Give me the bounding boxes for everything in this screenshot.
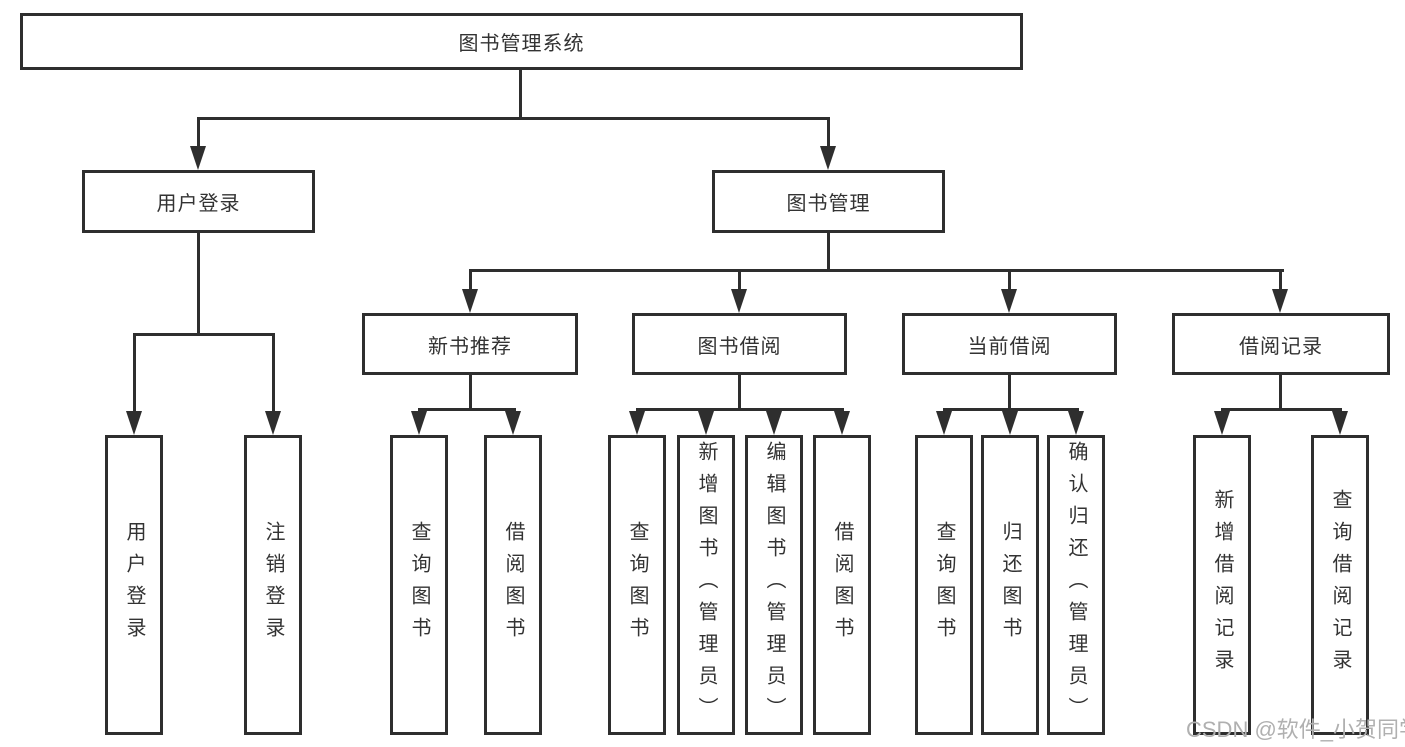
connector-level3-stem-4 — [1279, 269, 1282, 291]
leaf-confirm-return-admin: 确认归还（管理员） — [1047, 435, 1105, 735]
node-current-borrow-label: 当前借阅 — [967, 335, 1052, 358]
arrowhead-icon — [1272, 289, 1288, 313]
connector-currentborrow-bar — [943, 408, 1079, 411]
leaf-query-books-borrow: 查询图书 — [608, 435, 666, 735]
arrowhead-icon — [411, 411, 427, 435]
connector-newbook-bar — [418, 408, 516, 411]
connector-level2-bar — [197, 117, 830, 120]
connector-currentborrow-stem — [1008, 375, 1011, 410]
leaf-query-borrow-record-label: 查询借阅记录 — [1329, 489, 1351, 681]
leaf-user-login-label: 用户登录 — [123, 521, 145, 649]
node-root-label: 图书管理系统 — [458, 33, 585, 55]
leaf-add-books-admin: 新增图书（管理员） — [677, 435, 735, 735]
arrowhead-icon — [505, 411, 521, 435]
node-book-borrow: 图书借阅 — [632, 313, 847, 375]
connector-bookmgmt-stem — [827, 233, 830, 271]
leaf-query-books-current-label: 查询图书 — [933, 521, 955, 649]
node-current-borrow: 当前借阅 — [902, 313, 1117, 375]
leaf-add-books-admin-label: 新增图书（管理员） — [695, 441, 717, 729]
leaf-logout: 注销登录 — [244, 435, 302, 735]
connector-level3-stem-3 — [1008, 269, 1011, 291]
leaf-query-borrow-record: 查询借阅记录 — [1311, 435, 1369, 735]
arrowhead-icon — [1068, 411, 1084, 435]
connector-level2-stem-right — [827, 117, 830, 148]
connector-bookborrow-stem — [738, 375, 741, 410]
arrowhead-icon — [190, 146, 206, 170]
connector-userlogin-bar — [133, 333, 275, 336]
leaf-add-borrow-record-label: 新增借阅记录 — [1211, 489, 1233, 681]
connector-root-stem — [519, 70, 522, 118]
csdn-watermark: CSDN @软件_小贺同学 — [1186, 717, 1405, 742]
arrowhead-icon — [1214, 411, 1230, 435]
leaf-confirm-return-admin-label: 确认归还（管理员） — [1065, 441, 1087, 729]
connector-level3-bar — [469, 269, 1284, 272]
leaf-return-books: 归还图书 — [981, 435, 1039, 735]
connector-newbook-stem — [469, 375, 472, 410]
arrowhead-icon — [1001, 289, 1017, 313]
connector-userlogin-stem — [197, 233, 200, 335]
arrowhead-icon — [462, 289, 478, 313]
leaf-edit-books-admin-label: 编辑图书（管理员） — [763, 441, 785, 729]
node-user-login-label: 用户登录 — [156, 193, 241, 215]
arrowhead-icon — [265, 411, 281, 435]
connector-userlogin-child-stem-1 — [133, 333, 136, 413]
arrowhead-icon — [1332, 411, 1348, 435]
leaf-query-books-recommend-label: 查询图书 — [408, 521, 430, 649]
connector-level3-stem-1 — [469, 269, 472, 291]
node-book-management-label: 图书管理 — [786, 193, 871, 215]
leaf-query-books-borrow-label: 查询图书 — [626, 521, 648, 649]
leaf-borrow-books-recommend: 借阅图书 — [484, 435, 542, 735]
node-book-borrow-label: 图书借阅 — [697, 335, 782, 358]
leaf-query-books-current: 查询图书 — [915, 435, 973, 735]
connector-userlogin-child-stem-2 — [272, 333, 275, 413]
connector-records-stem — [1279, 375, 1282, 410]
arrowhead-icon — [766, 411, 782, 435]
leaf-borrow-books: 借阅图书 — [813, 435, 871, 735]
leaf-user-login: 用户登录 — [105, 435, 163, 735]
arrowhead-icon — [629, 411, 645, 435]
arrowhead-icon — [1002, 411, 1018, 435]
arrowhead-icon — [731, 289, 747, 313]
arrowhead-icon — [936, 411, 952, 435]
node-borrow-records: 借阅记录 — [1172, 313, 1390, 375]
leaf-logout-label: 注销登录 — [262, 521, 284, 649]
connector-level3-stem-2 — [738, 269, 741, 291]
node-new-book-recommend: 新书推荐 — [362, 313, 578, 375]
arrowhead-icon — [126, 411, 142, 435]
arrowhead-icon — [820, 146, 836, 170]
connector-records-bar — [1221, 408, 1342, 411]
node-user-login: 用户登录 — [82, 170, 315, 233]
arrowhead-icon — [834, 411, 850, 435]
leaf-borrow-books-recommend-label: 借阅图书 — [502, 521, 524, 649]
connector-level2-stem-left — [197, 117, 200, 148]
node-new-book-recommend-label: 新书推荐 — [428, 335, 512, 358]
node-borrow-records-label: 借阅记录 — [1239, 335, 1323, 358]
node-root-system: 图书管理系统 — [20, 13, 1023, 70]
leaf-add-borrow-record: 新增借阅记录 — [1193, 435, 1251, 735]
leaf-query-books-recommend: 查询图书 — [390, 435, 448, 735]
connector-bookborrow-bar — [636, 408, 844, 411]
arrowhead-icon — [698, 411, 714, 435]
leaf-edit-books-admin: 编辑图书（管理员） — [745, 435, 803, 735]
node-book-management: 图书管理 — [712, 170, 945, 233]
leaf-borrow-books-label: 借阅图书 — [831, 521, 853, 649]
leaf-return-books-label: 归还图书 — [999, 521, 1021, 649]
